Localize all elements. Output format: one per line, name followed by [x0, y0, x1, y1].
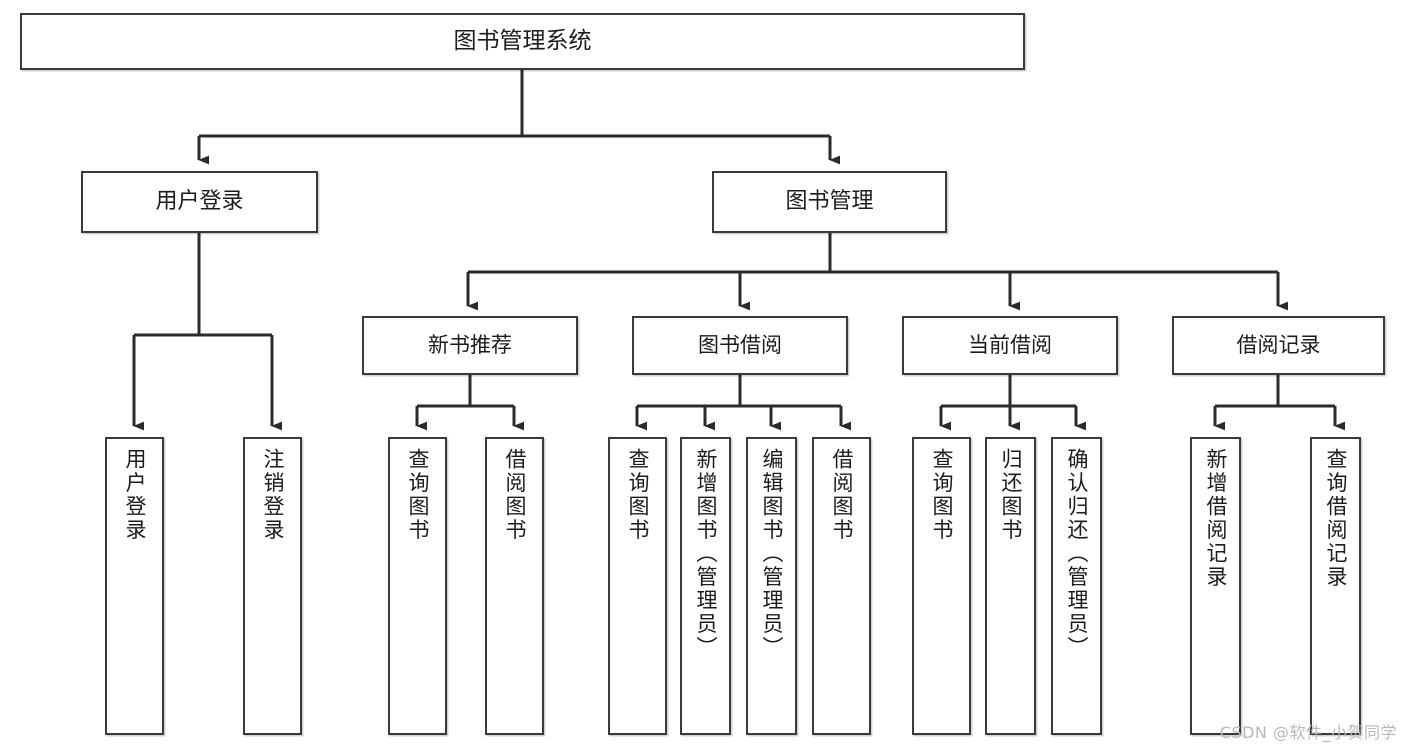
node-leaf-query-book-current[interactable]: 查询图书	[912, 437, 971, 735]
node-leaf-query-book-borrow-label: 查询图书	[626, 448, 650, 542]
node-leaf-logout[interactable]: 注销登录	[243, 437, 302, 735]
node-leaf-query-book-current-label: 查询图书	[930, 448, 954, 542]
node-leaf-add-borrow-record-label: 新增借阅记录	[1204, 448, 1228, 589]
node-leaf-borrow-book[interactable]: 借阅图书	[812, 437, 871, 735]
node-leaf-user-login-label: 用户登录	[123, 448, 147, 542]
node-level2-book-borrow[interactable]: 图书借阅	[632, 316, 848, 375]
node-level1-user-login[interactable]: 用户登录	[81, 171, 318, 233]
node-level1-book-management-label: 图书管理	[785, 189, 874, 215]
node-leaf-borrow-book-new-label: 借阅图书	[503, 448, 527, 542]
node-leaf-edit-book-admin-label: 编辑图书（管理员）	[760, 448, 784, 660]
node-leaf-query-borrow-record-label: 查询借阅记录	[1324, 448, 1348, 589]
node-level2-borrow-record-label: 借阅记录	[1236, 333, 1321, 358]
node-level2-current-borrow-label: 当前借阅	[968, 333, 1052, 358]
node-leaf-borrow-book-label: 借阅图书	[830, 448, 854, 542]
node-leaf-add-book-admin[interactable]: 新增图书（管理员）	[680, 437, 731, 735]
node-leaf-query-borrow-record[interactable]: 查询借阅记录	[1310, 437, 1361, 735]
node-leaf-logout-label: 注销登录	[261, 448, 285, 542]
node-leaf-return-book-label: 归还图书	[999, 448, 1023, 542]
node-level2-current-borrow[interactable]: 当前借阅	[902, 316, 1118, 375]
node-level2-borrow-record[interactable]: 借阅记录	[1172, 316, 1385, 375]
node-root-label: 图书管理系统	[453, 27, 592, 54]
node-leaf-return-book[interactable]: 归还图书	[985, 437, 1036, 735]
node-level2-book-borrow-label: 图书借阅	[698, 333, 782, 358]
node-leaf-borrow-book-new[interactable]: 借阅图书	[485, 437, 544, 735]
node-leaf-query-book-new-label: 查询图书	[406, 448, 430, 542]
node-leaf-user-login[interactable]: 用户登录	[105, 437, 164, 735]
node-level2-new-book-recommend-label: 新书推荐	[428, 333, 512, 358]
node-leaf-edit-book-admin[interactable]: 编辑图书（管理员）	[746, 437, 797, 735]
node-level1-user-login-label: 用户登录	[155, 189, 244, 215]
watermark-text: CSDN @软件_小贺同学	[1219, 723, 1397, 742]
node-level1-book-management[interactable]: 图书管理	[712, 171, 947, 233]
node-level2-new-book-recommend[interactable]: 新书推荐	[362, 316, 578, 375]
node-leaf-add-book-admin-label: 新增图书（管理员）	[694, 448, 718, 660]
node-leaf-add-borrow-record[interactable]: 新增借阅记录	[1190, 437, 1241, 735]
node-leaf-confirm-return-admin-label: 确认归还（管理员）	[1065, 448, 1089, 660]
node-leaf-query-book-new[interactable]: 查询图书	[388, 437, 447, 735]
node-leaf-query-book-borrow[interactable]: 查询图书	[608, 437, 667, 735]
node-root[interactable]: 图书管理系统	[20, 13, 1025, 70]
node-leaf-confirm-return-admin[interactable]: 确认归还（管理员）	[1051, 437, 1102, 735]
